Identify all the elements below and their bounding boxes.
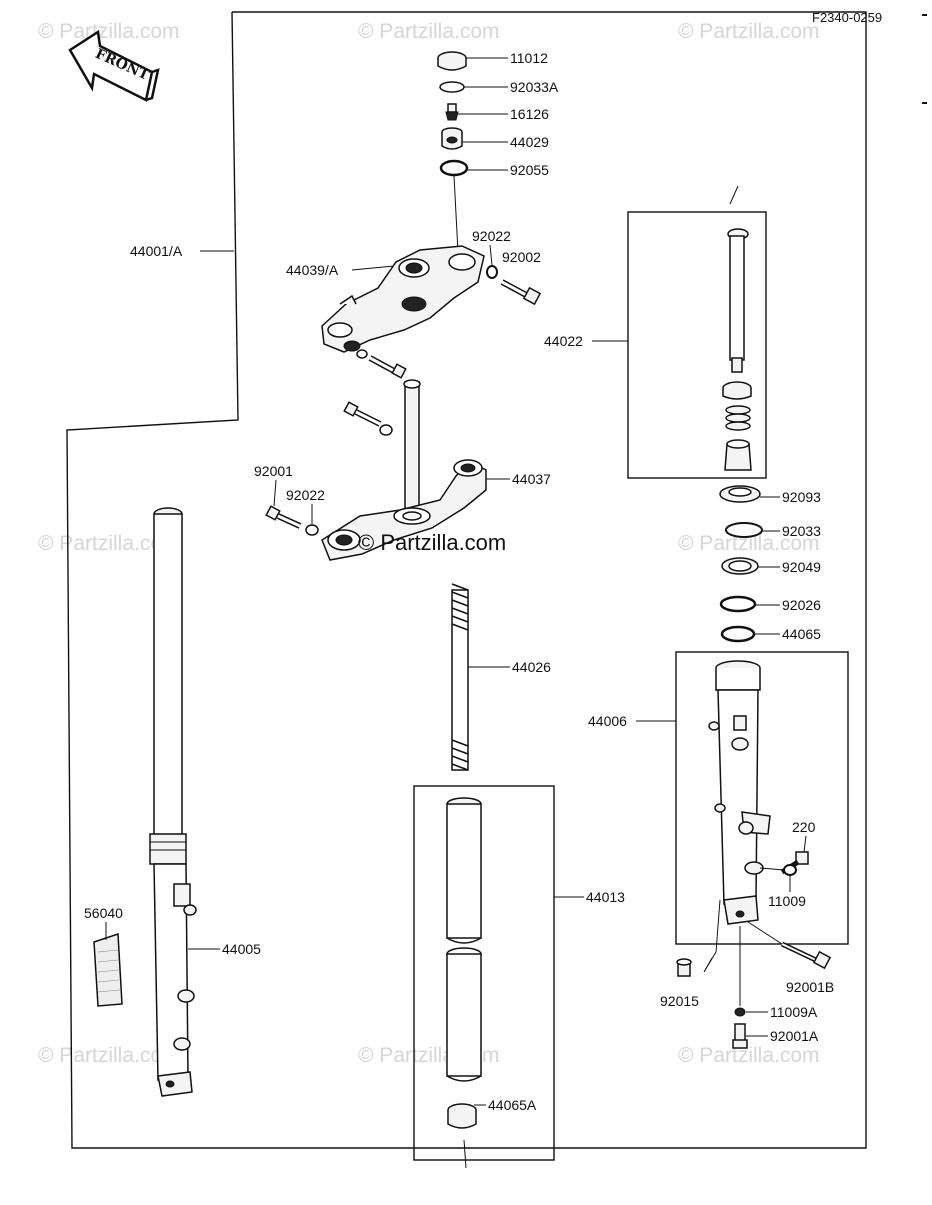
leader-44039A bbox=[351, 265, 395, 271]
leader-92022-upper bbox=[489, 244, 493, 266]
corner-mark-mid bbox=[922, 102, 927, 104]
arrow-44065A-bottom bbox=[463, 1139, 467, 1169]
part-92015-screw bbox=[676, 958, 692, 977]
label-220: 220 bbox=[792, 819, 816, 835]
part-56040-reflector bbox=[93, 932, 123, 1007]
part-92001-bolt bbox=[265, 505, 302, 529]
part-92049-oil-seal bbox=[721, 557, 759, 575]
part-16126-valve bbox=[445, 103, 459, 121]
watermark-top-left: © Partzilla.com bbox=[38, 20, 180, 43]
label-92055: 92055 bbox=[510, 162, 549, 178]
label-44013: 44013 bbox=[586, 889, 625, 905]
box-44006 bbox=[675, 651, 849, 945]
arrow-44022-top bbox=[729, 185, 739, 205]
label-92022-lower: 92022 bbox=[286, 487, 325, 503]
label-92015: 92015 bbox=[660, 993, 699, 1009]
box-44013 bbox=[413, 785, 555, 1161]
leader-92001B-axis bbox=[747, 921, 783, 945]
watermark-mid-left: © Partzilla.com bbox=[38, 532, 180, 555]
leader-220-to-tube bbox=[759, 867, 785, 871]
leader-92001 bbox=[273, 479, 277, 507]
label-92001A: 92001A bbox=[770, 1028, 819, 1044]
label-92002: 92002 bbox=[502, 249, 541, 265]
leader-92055-down bbox=[453, 175, 459, 253]
watermark-bottom-left: © Partzilla.com bbox=[38, 1044, 180, 1067]
label-92026: 92026 bbox=[782, 597, 821, 613]
part-44065-bushing bbox=[720, 625, 756, 643]
label-44065A: 44065A bbox=[488, 1097, 537, 1113]
label-11012: 11012 bbox=[510, 50, 548, 66]
label-16126: 16126 bbox=[510, 106, 549, 122]
label-44037: 44037 bbox=[512, 471, 551, 487]
assembly-boundary bbox=[66, 11, 867, 1149]
part-92033-clip bbox=[725, 522, 763, 538]
part-44022-damper-rod bbox=[722, 228, 752, 471]
part-44006-outer-tube bbox=[708, 660, 771, 925]
part-44039A-upper-bracket bbox=[321, 245, 485, 353]
part-92055-oring bbox=[439, 159, 469, 177]
watermark-mid-right: © Partzilla.com bbox=[678, 532, 820, 555]
label-92001: 92001 bbox=[254, 463, 293, 479]
label-44006: 44006 bbox=[588, 713, 627, 729]
part-92001A-bolt bbox=[732, 1023, 748, 1049]
center-watermark: © Partzilla.com bbox=[358, 530, 506, 555]
part-44026-spring bbox=[451, 583, 469, 771]
leader-220 bbox=[803, 835, 807, 853]
part-92002-bolt bbox=[500, 279, 542, 306]
part-upper-clamp-bolt bbox=[356, 349, 407, 379]
watermarks: © Partzilla.com © Partzilla.com © Partzi… bbox=[38, 20, 820, 1067]
part-44065A-bushing bbox=[447, 1103, 477, 1129]
part-92033A-oring bbox=[439, 81, 465, 93]
part-44037-lower-bracket bbox=[321, 379, 487, 561]
part-lower-clamp-bolt-upper bbox=[343, 401, 393, 436]
label-44065: 44065 bbox=[782, 626, 821, 642]
label-56040: 56040 bbox=[84, 905, 123, 921]
label-92033A: 92033A bbox=[510, 79, 559, 95]
diagram-code: F2340-0259 bbox=[812, 10, 882, 25]
label-44005: 44005 bbox=[222, 941, 261, 957]
part-92001B-bolt bbox=[780, 941, 832, 970]
label-44029: 44029 bbox=[510, 134, 549, 150]
part-44029-nut bbox=[441, 127, 463, 150]
watermark-top-right: © Partzilla.com bbox=[678, 20, 820, 43]
label-11009A: 11009A bbox=[770, 1004, 818, 1020]
label-11009: 11009 bbox=[768, 893, 806, 909]
part-11009-washer bbox=[783, 864, 797, 876]
leader-92015 bbox=[703, 899, 721, 973]
box-44022 bbox=[627, 211, 767, 479]
part-92026-washer bbox=[719, 595, 757, 613]
part-92022-washer-upper bbox=[486, 265, 498, 279]
part-44013-inner-tube bbox=[446, 797, 482, 1082]
label-44001A: 44001/A bbox=[130, 243, 183, 259]
watermark-top-center: © Partzilla.com bbox=[358, 20, 500, 43]
label-44026: 44026 bbox=[512, 659, 551, 675]
label-92049: 92049 bbox=[782, 559, 821, 575]
label-92033: 92033 bbox=[782, 523, 821, 539]
part-44005-fork-leg bbox=[149, 507, 197, 1097]
label-44022: 44022 bbox=[544, 333, 583, 349]
label-92093: 92093 bbox=[782, 489, 821, 505]
part-92093-dust-seal bbox=[719, 485, 761, 503]
corner-mark-top bbox=[922, 14, 927, 16]
label-44039A: 44039/A bbox=[286, 262, 339, 278]
part-11009A-washer bbox=[734, 1007, 746, 1017]
label-92022-upper: 92022 bbox=[472, 228, 511, 244]
part-92022-washer-lower bbox=[305, 524, 319, 536]
part-11012-cap bbox=[437, 51, 467, 71]
label-92001B: 92001B bbox=[786, 979, 834, 995]
watermark-bottom-right: © Partzilla.com bbox=[678, 1044, 820, 1067]
